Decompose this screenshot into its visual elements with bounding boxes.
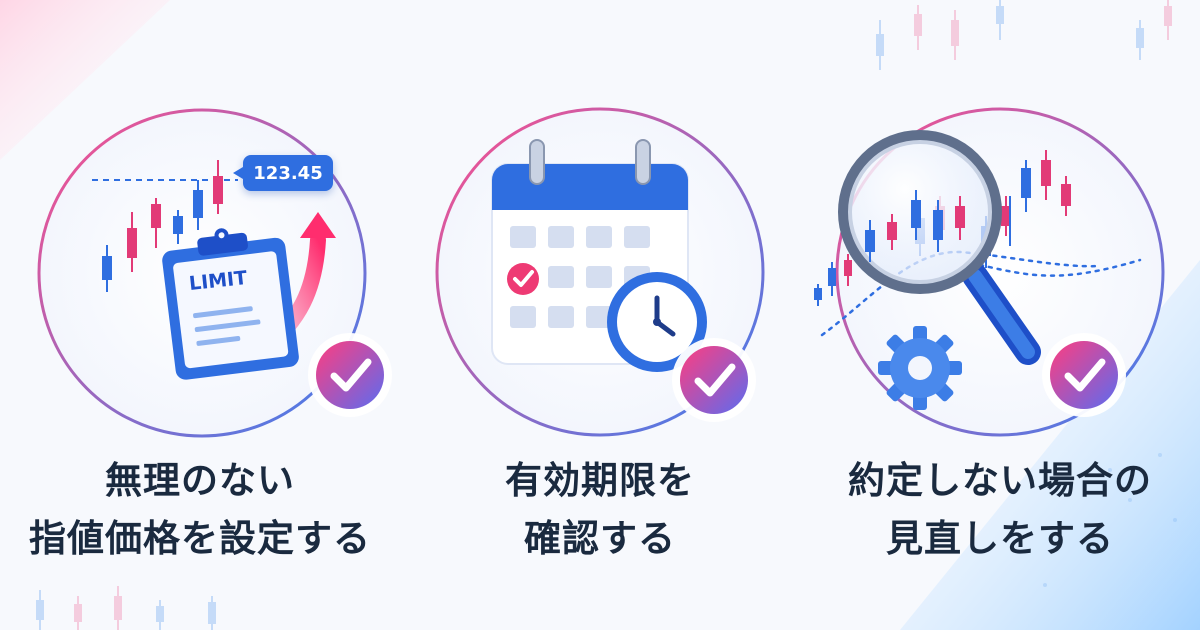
panel-review: 約定しない場合の 見直しをする [800, 0, 1200, 630]
panel-caption-line2: 見直しをする [886, 517, 1114, 560]
check-badge-icon [308, 333, 392, 417]
magnifier-icon [838, 130, 1041, 365]
panel-expiry: 有効期限を 確認する [400, 0, 800, 630]
price-tag: 123.45 [233, 155, 333, 191]
check-badge-icon [672, 338, 756, 422]
check-badge-icon [1042, 333, 1126, 417]
clipboard-icon [162, 228, 299, 380]
candlestick-chart-icon [102, 160, 223, 292]
panel-caption-line2: 確認する [524, 517, 676, 560]
gear-icon [878, 326, 962, 410]
price-value: 123.45 [253, 162, 323, 184]
panel-caption-line2: 指値価格を設定する [29, 517, 371, 560]
panel-caption-line1: 無理のない [105, 459, 295, 502]
panel-limit-price: 123.45 LIMIT 無理のない 指値価格を設定する [0, 0, 400, 630]
panel-caption-line1: 約定しない場合の [848, 459, 1152, 502]
panel-caption-line1: 有効期限を [505, 459, 695, 502]
clock-icon [607, 272, 707, 372]
